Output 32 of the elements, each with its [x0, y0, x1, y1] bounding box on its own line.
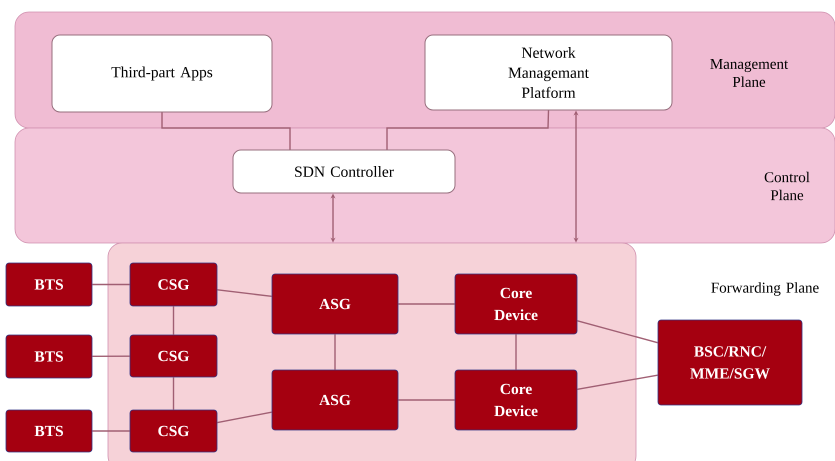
network-device-box: Core Device	[454, 370, 578, 430]
network-device-box: BTS	[6, 334, 92, 378]
network-device-box: Core Device	[454, 274, 578, 334]
plane-label: Management Plane	[710, 59, 788, 87]
connector	[577, 320, 658, 344]
network-device-box: CSG	[130, 262, 218, 306]
connector	[172, 306, 174, 335]
connector	[92, 430, 130, 432]
plane-label: Control Plane	[764, 172, 810, 200]
component-box: Third-part Apps	[52, 34, 272, 112]
connector	[92, 355, 130, 358]
connector	[92, 284, 130, 286]
connector	[217, 289, 272, 298]
connector	[334, 334, 336, 370]
connector	[515, 334, 517, 370]
component-box: Network Managemant Platform	[424, 34, 672, 110]
network-device-box: BTS	[6, 262, 92, 306]
connector	[172, 377, 174, 410]
component-box: SDN Controller	[232, 150, 456, 194]
network-device-box: ASG	[272, 274, 398, 334]
network-device-box: CSG	[130, 334, 218, 378]
connector	[398, 303, 455, 305]
connector	[217, 411, 272, 424]
network-device-box: BSC/RNC/ MME/SGW	[658, 320, 802, 406]
connector	[577, 374, 658, 390]
connector	[398, 399, 455, 401]
connector	[161, 112, 291, 150]
network-device-box: CSG	[130, 410, 218, 452]
plane-label: Forwarding Plane	[711, 282, 819, 296]
network-device-box: BTS	[6, 410, 92, 452]
network-device-box: ASG	[272, 370, 398, 430]
connector	[386, 110, 550, 150]
